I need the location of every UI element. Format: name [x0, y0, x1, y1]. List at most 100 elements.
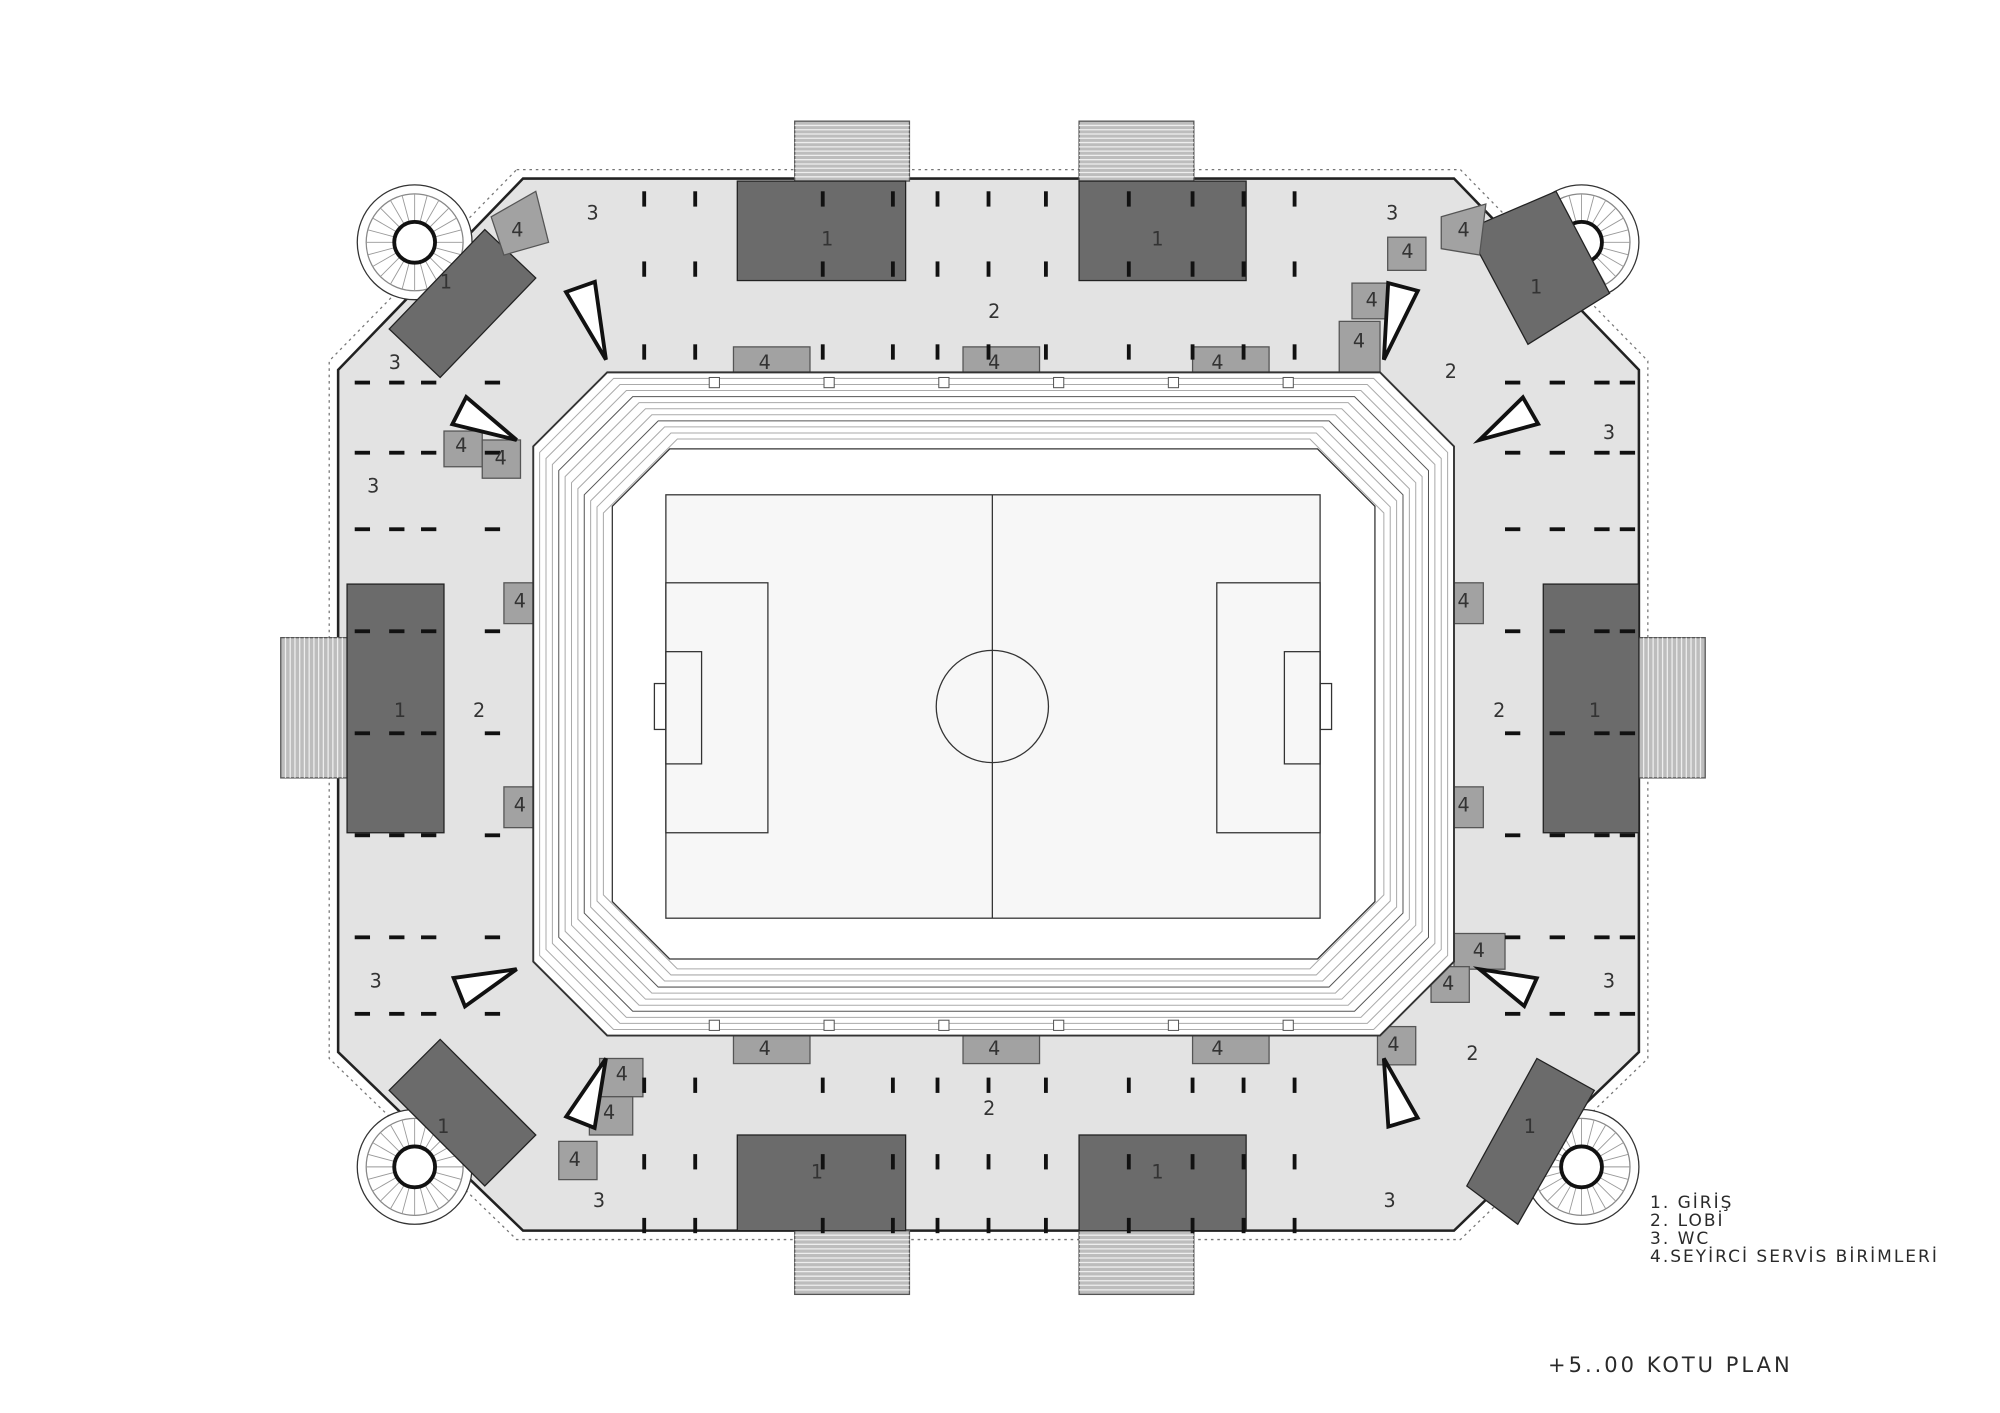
column — [820, 1217, 825, 1234]
room-label-service: 4 — [1457, 218, 1470, 241]
column — [1549, 731, 1565, 736]
seating-row — [583, 420, 1404, 988]
column — [354, 731, 371, 736]
column — [1505, 380, 1521, 385]
room-label-wc: 3 — [586, 202, 599, 225]
room-label-lobby: 2 — [1493, 699, 1506, 722]
column — [1126, 1217, 1131, 1234]
plan-title: +5..00 KOTU PLAN — [1548, 1353, 1793, 1377]
column — [484, 629, 501, 634]
column — [1126, 1077, 1131, 1093]
room-label-wc: 3 — [367, 475, 380, 498]
aisle — [1282, 376, 1294, 389]
column — [693, 1077, 698, 1093]
column — [693, 1154, 698, 1170]
structural-core — [450, 967, 518, 1010]
room-label-entrance: 1 — [821, 227, 834, 250]
column — [484, 1011, 501, 1016]
column — [1549, 1011, 1565, 1016]
column — [820, 261, 825, 277]
room-label-wc: 3 — [1603, 421, 1616, 444]
column — [1594, 833, 1610, 838]
room-label-service: 4 — [1211, 351, 1224, 374]
column — [1292, 1217, 1297, 1234]
room-label-service: 4 — [511, 218, 524, 241]
aisle — [823, 376, 835, 389]
column — [1126, 344, 1131, 360]
column — [1190, 1077, 1195, 1093]
stair-flight — [1078, 120, 1195, 182]
column — [1619, 833, 1636, 838]
column — [1549, 935, 1565, 940]
column — [1505, 731, 1521, 736]
seating-row — [590, 426, 1398, 982]
column — [1619, 380, 1636, 385]
column — [389, 833, 405, 838]
room-label-service: 4 — [1211, 1037, 1224, 1060]
column — [986, 191, 991, 207]
room-label-service: 4 — [759, 1037, 772, 1060]
column — [935, 261, 940, 277]
seating-row — [570, 408, 1417, 1000]
structural-core — [449, 393, 518, 442]
room-label-service: 4 — [1387, 1033, 1400, 1056]
aisle — [708, 376, 720, 389]
column — [1292, 1077, 1297, 1093]
room-label-entrance: 1 — [811, 1161, 824, 1184]
column — [1549, 380, 1565, 385]
room-label-service: 4 — [1457, 589, 1470, 612]
legend-item-service-units: 4.SEYİRCİ SERVİS BİRİMLERİ — [1650, 1247, 1939, 1267]
column — [389, 935, 405, 940]
column — [1190, 344, 1195, 360]
column — [1241, 191, 1246, 207]
column — [354, 629, 371, 634]
column — [693, 261, 698, 277]
column — [1505, 935, 1521, 940]
room-label-service: 4 — [1366, 288, 1379, 311]
room-label-lobby: 2 — [1466, 1042, 1479, 1065]
column — [1594, 380, 1610, 385]
structural-core — [563, 279, 608, 361]
aisle — [1167, 1019, 1180, 1031]
room-label-entrance: 1 — [1589, 699, 1602, 722]
column — [693, 344, 698, 360]
room-label-service: 4 — [1457, 793, 1470, 816]
column — [890, 1077, 895, 1093]
column — [1043, 191, 1048, 207]
column — [693, 1217, 698, 1234]
column — [354, 527, 371, 532]
column — [935, 1154, 940, 1170]
column — [484, 450, 501, 455]
column — [1043, 261, 1048, 277]
room-label-service: 4 — [514, 793, 527, 816]
column — [1190, 261, 1195, 277]
column — [1505, 1011, 1521, 1016]
column — [1505, 629, 1521, 634]
room-label-service: 4 — [988, 351, 1001, 374]
stair-flight — [1078, 1229, 1195, 1296]
column — [389, 731, 405, 736]
room-label-wc: 3 — [389, 351, 402, 374]
seating-row — [545, 383, 1442, 1024]
column — [986, 1077, 991, 1093]
room-label-service: 4 — [759, 351, 772, 374]
seating-row — [564, 402, 1423, 1006]
column — [1190, 1154, 1195, 1170]
room-label-service: 4 — [495, 447, 508, 470]
column — [389, 629, 405, 634]
column — [986, 344, 991, 360]
room-label-wc: 3 — [593, 1189, 606, 1212]
column — [986, 1217, 991, 1234]
column — [1594, 629, 1610, 634]
aisle — [1053, 376, 1065, 389]
column — [1126, 261, 1131, 277]
column — [642, 261, 647, 277]
column — [820, 1077, 825, 1093]
column — [820, 344, 825, 360]
room-label-entrance: 1 — [1530, 276, 1543, 299]
column — [935, 1077, 940, 1093]
column — [1241, 1217, 1246, 1234]
column — [1241, 1154, 1246, 1170]
stair-flight — [280, 636, 348, 779]
column — [421, 450, 437, 455]
